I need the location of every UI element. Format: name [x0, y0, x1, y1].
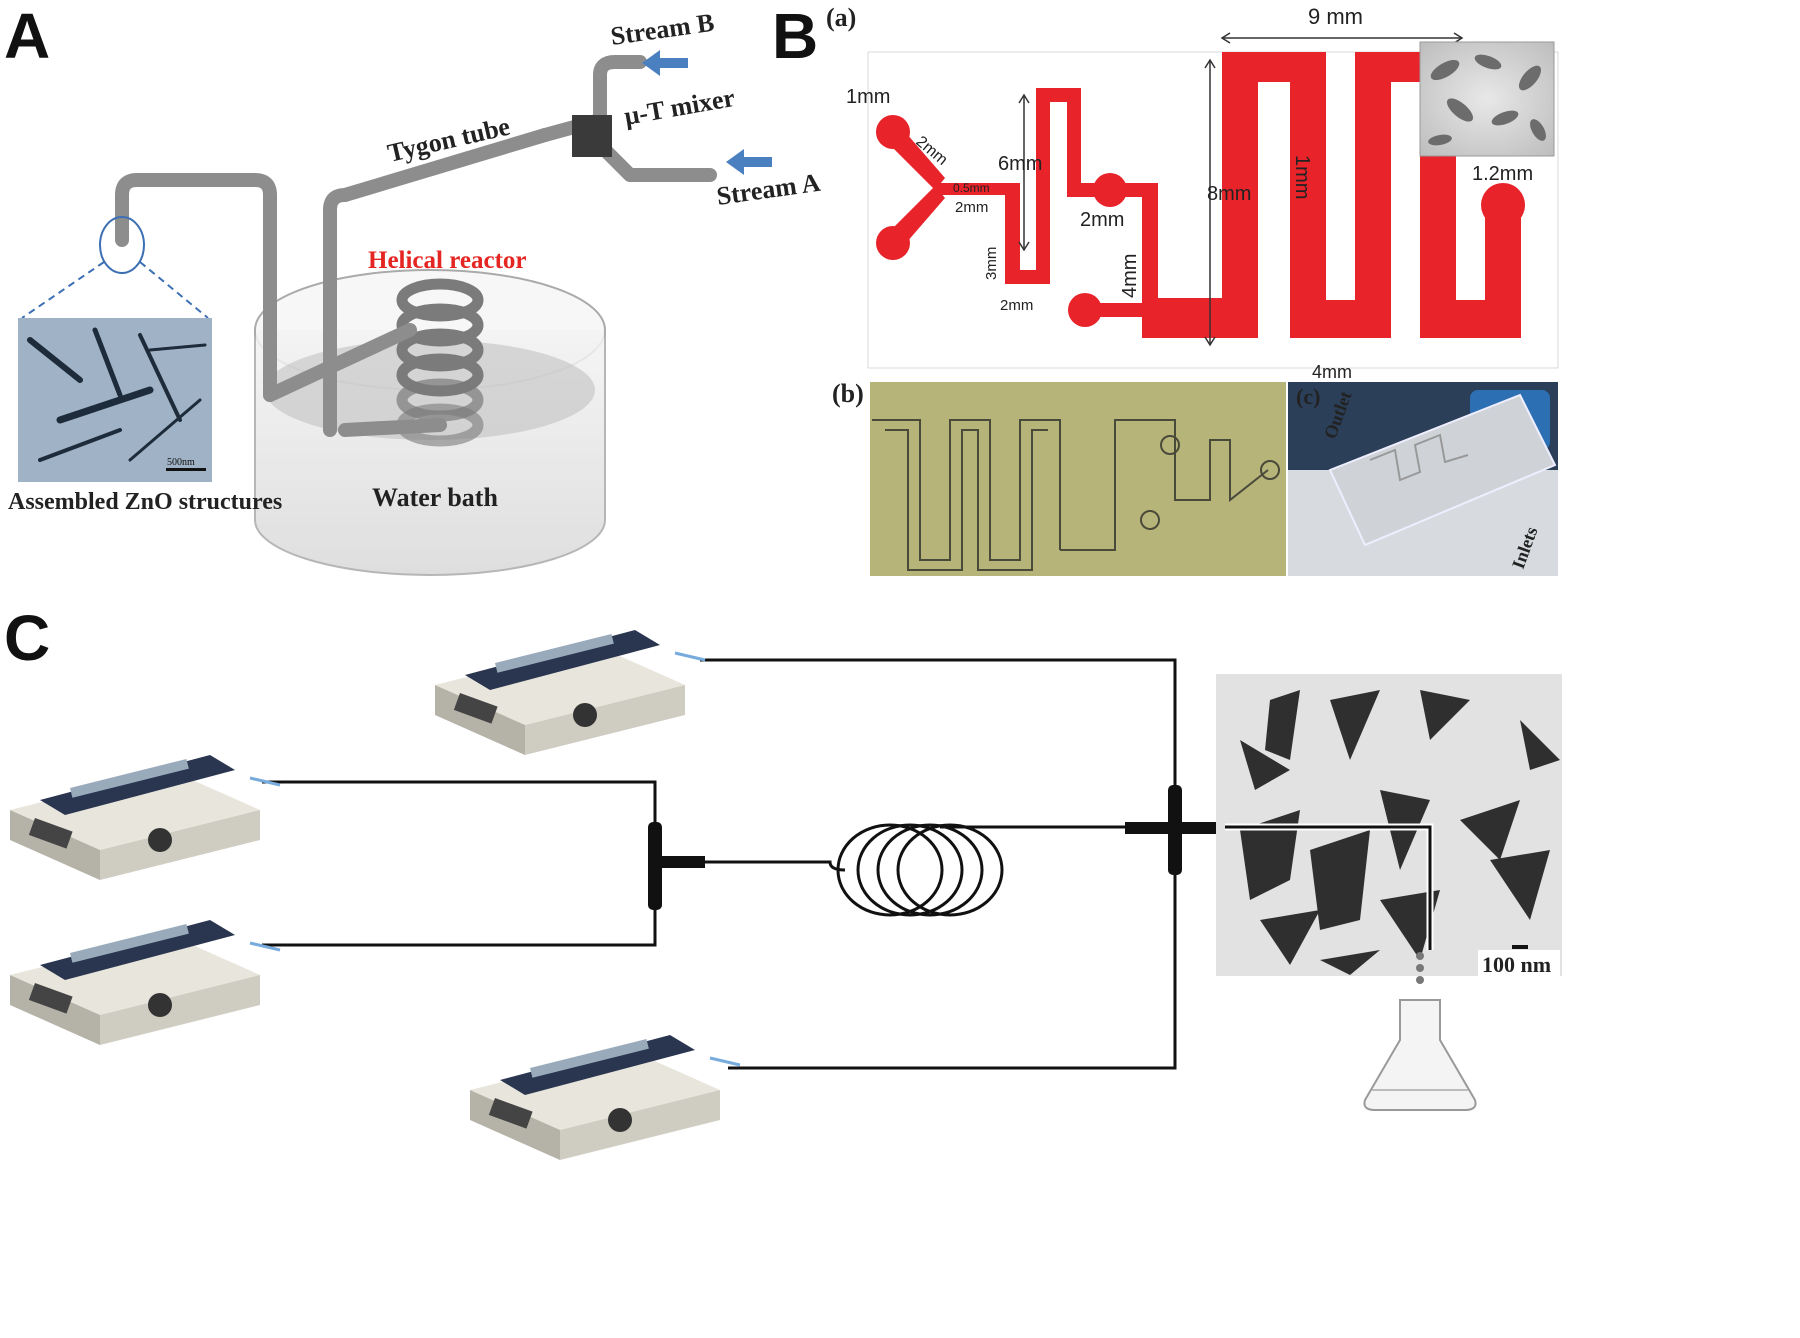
panel-a-letter: A	[4, 0, 50, 72]
mixer-label: μ-T mixer	[622, 83, 737, 131]
dim-4mm-bottom: 4mm	[1312, 362, 1352, 382]
dim-2mm-small: 2mm	[955, 199, 988, 216]
helical-reactor-label: Helical reactor	[368, 247, 526, 274]
dim-2mm-bottom: 2mm	[1000, 297, 1033, 314]
dim-4mm-vertical: 4mm	[1119, 254, 1141, 298]
product-flask	[1363, 952, 1477, 1111]
dim-6mm: 6mm	[998, 153, 1042, 175]
dim-8mm: 8mm	[1207, 183, 1251, 205]
panel-b-sub-a: (a)	[826, 3, 856, 32]
panel-b: B (a)	[772, 0, 1559, 576]
micrograph-scale-label: 500nm	[167, 457, 195, 468]
panel-c: C	[4, 602, 1562, 1160]
dim-3mm: 3mm	[983, 247, 1000, 280]
panel-c-letter: C	[4, 602, 50, 674]
stream-b-label: Stream B	[609, 8, 716, 51]
dim-0-5mm: 0.5mm	[953, 181, 990, 195]
syringe-pump-2	[10, 755, 281, 880]
water-bath-label: Water bath	[372, 483, 498, 512]
panel-b-sub-b: (b)	[832, 379, 864, 408]
panel-a: A	[4, 0, 822, 576]
tem-micrograph-c: 100 nm	[1216, 674, 1562, 977]
chip-photo-c	[1288, 382, 1558, 576]
syringe-pump-4	[470, 1035, 741, 1160]
panel-b-sub-c: (c)	[1296, 384, 1320, 409]
dimension-lines	[1018, 32, 1464, 347]
syringe-pump-3	[10, 920, 281, 1045]
panel-b-letter: B	[772, 0, 818, 72]
dim-1mm-vertical: 1mm	[1291, 155, 1313, 199]
stream-b-arrow	[642, 50, 688, 76]
dim-1-2mm: 1.2mm	[1472, 163, 1533, 185]
mu-t-mixer-block	[572, 115, 612, 157]
assembled-zno-label: Assembled ZnO structures	[8, 489, 282, 515]
dim-9mm: 9 mm	[1308, 4, 1363, 29]
zoom-circle	[99, 216, 145, 274]
tygon-tube	[115, 55, 717, 437]
zno-micrograph: 500nm	[18, 318, 212, 482]
microfluidic-channel	[876, 52, 1525, 338]
dim-1mm-top: 1mm	[846, 86, 890, 108]
chip-micrograph-b	[870, 382, 1286, 576]
tubing-lines	[262, 658, 1225, 1070]
dim-2mm-mid: 2mm	[1080, 209, 1124, 231]
stream-a-label: Stream A	[715, 168, 822, 211]
tem-inset-a	[1419, 41, 1555, 157]
tem-scale-label: 100 nm	[1482, 952, 1551, 977]
stream-a-arrow	[726, 149, 772, 175]
helical-reactor-coil	[396, 278, 484, 447]
syringe-pump-1	[435, 630, 706, 755]
coil-reactor	[836, 823, 1004, 917]
